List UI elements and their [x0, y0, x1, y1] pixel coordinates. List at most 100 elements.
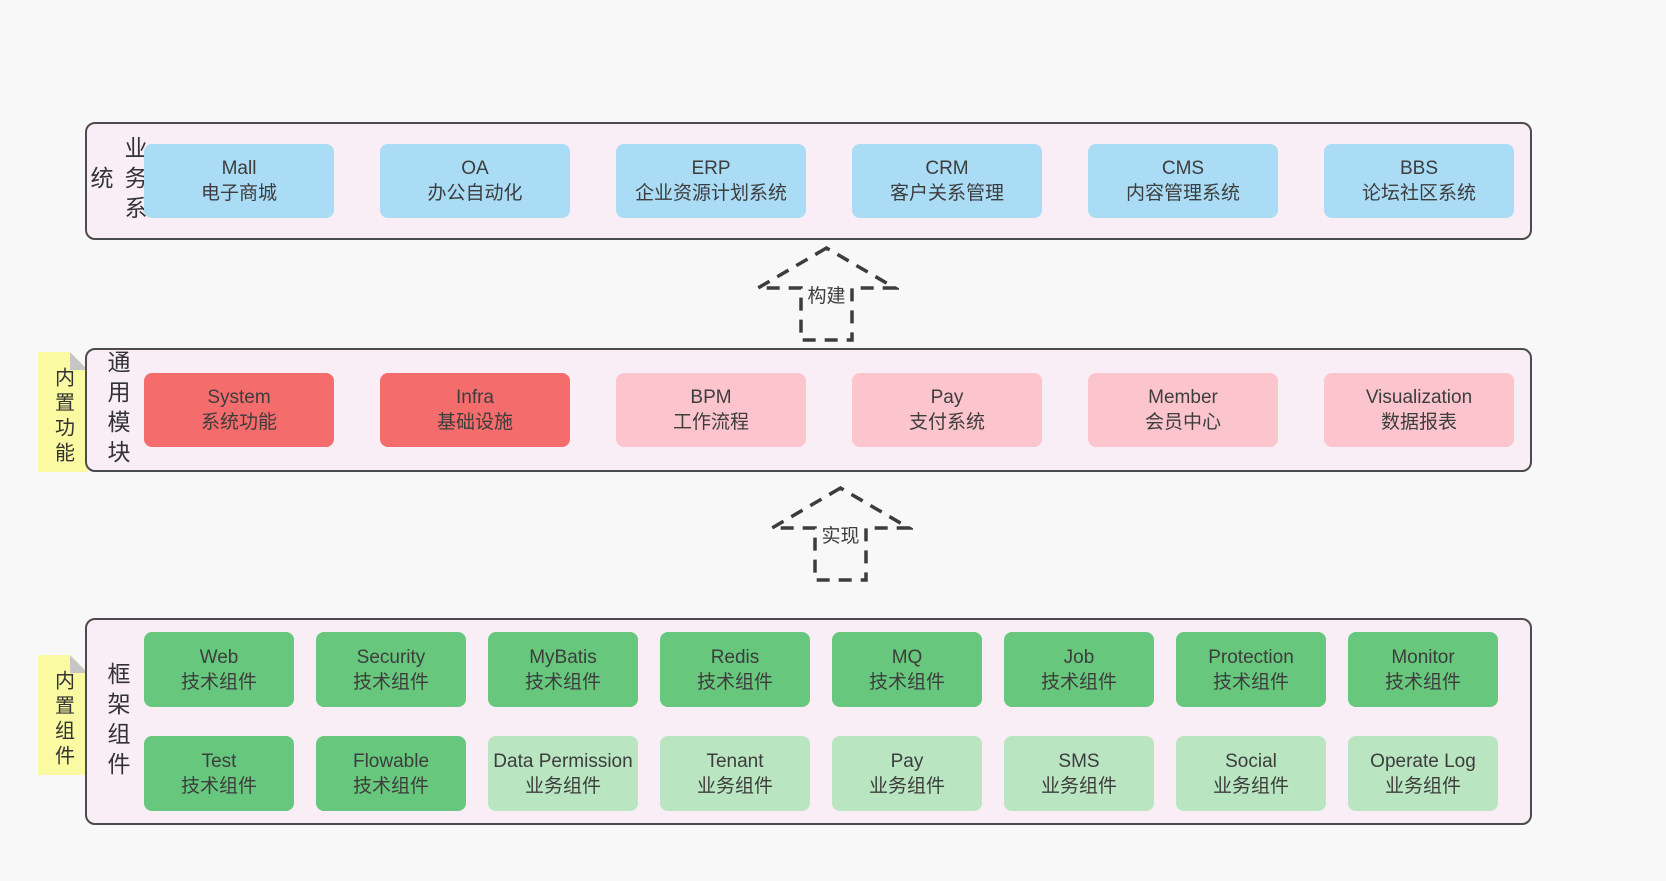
- node-job-zh: 技术组件: [1040, 671, 1117, 693]
- modules-boxes-row: System 系统功能 Infra 基础设施 BPM 工作流程 Pay 支付系统…: [144, 373, 1514, 447]
- node-cms: CMS 内容管理系统: [1088, 144, 1278, 218]
- node-protection-en: Protection: [1208, 646, 1294, 668]
- node-operate-log-zh: 业务组件: [1384, 775, 1461, 797]
- node-visualization-zh: 数据报表: [1380, 412, 1457, 433]
- node-crm-zh: 客户关系管理: [889, 183, 1004, 204]
- node-bbs-zh: 论坛社区系统: [1361, 183, 1476, 204]
- node-mybatis-en: MyBatis: [529, 646, 597, 668]
- node-web: Web 技术组件: [144, 632, 294, 707]
- node-member: Member 会员中心: [1088, 373, 1278, 447]
- arrow-build-label: 构建: [804, 280, 849, 309]
- arrow-implement: 实现: [768, 484, 913, 584]
- node-system-en: System: [207, 387, 271, 408]
- node-test-zh: 技术组件: [180, 775, 257, 797]
- node-web-zh: 技术组件: [180, 671, 257, 693]
- node-erp-zh: 企业资源计划系统: [634, 183, 787, 204]
- layer-components-side-label: 框架组件: [104, 661, 130, 782]
- node-protection-zh: 技术组件: [1212, 671, 1289, 693]
- node-mq-en: MQ: [891, 646, 923, 668]
- node-infra: Infra 基础设施: [380, 373, 570, 447]
- node-pay-component-zh: 业务组件: [868, 775, 945, 797]
- node-pay-zh: 支付系统: [908, 412, 985, 433]
- node-monitor: Monitor 技术组件: [1348, 632, 1498, 707]
- node-job: Job 技术组件: [1004, 632, 1154, 707]
- node-monitor-zh: 技术组件: [1384, 671, 1461, 693]
- node-social: Social 业务组件: [1176, 736, 1326, 811]
- node-bbs-en: BBS: [1399, 158, 1439, 179]
- sticky-builtin-components: 内置组件: [38, 655, 88, 775]
- node-mybatis: MyBatis 技术组件: [488, 632, 638, 707]
- layer-common-modules: 通用模块 System 系统功能 Infra 基础设施 BPM 工作流程 Pay…: [85, 348, 1532, 472]
- node-member-zh: 会员中心: [1144, 412, 1221, 433]
- node-cms-en: CMS: [1161, 158, 1205, 179]
- node-pay-component: Pay 业务组件: [832, 736, 982, 811]
- layer-business-side-label: 业务系统: [87, 136, 147, 226]
- node-security: Security 技术组件: [316, 632, 466, 707]
- node-system: System 系统功能: [144, 373, 334, 447]
- node-bpm: BPM 工作流程: [616, 373, 806, 447]
- node-operate-log: Operate Log 业务组件: [1348, 736, 1498, 811]
- node-job-en: Job: [1063, 646, 1095, 668]
- layer-business-systems: 业务系统 Mall 电子商城 OA 办公自动化 ERP 企业资源计划系统 CRM…: [85, 122, 1532, 240]
- node-social-zh: 业务组件: [1212, 775, 1289, 797]
- node-sms: SMS 业务组件: [1004, 736, 1154, 811]
- business-boxes-row: Mall 电子商城 OA 办公自动化 ERP 企业资源计划系统 CRM 客户关系…: [144, 144, 1514, 218]
- node-data-permission: Data Permission 业务组件: [488, 736, 638, 811]
- node-cms-zh: 内容管理系统: [1125, 183, 1240, 204]
- node-sms-zh: 业务组件: [1040, 775, 1117, 797]
- arrow-implement-label: 实现: [818, 520, 863, 549]
- node-flowable-en: Flowable: [352, 750, 430, 772]
- node-pay: Pay 支付系统: [852, 373, 1042, 447]
- node-flowable: Flowable 技术组件: [316, 736, 466, 811]
- node-crm: CRM 客户关系管理: [852, 144, 1042, 218]
- node-mall: Mall 电子商城: [144, 144, 334, 218]
- sticky-builtin-components-label: 内置组件: [51, 670, 74, 770]
- node-test: Test 技术组件: [144, 736, 294, 811]
- layer-modules-side-label: 通用模块: [104, 350, 130, 470]
- node-redis-zh: 技术组件: [696, 671, 773, 693]
- node-monitor-en: Monitor: [1391, 646, 1455, 668]
- node-sms-en: SMS: [1058, 750, 1100, 772]
- node-pay-component-en: Pay: [890, 750, 924, 772]
- node-erp-en: ERP: [691, 158, 731, 179]
- up-arrow-icon: [754, 245, 899, 342]
- node-data-permission-en: Data Permission: [493, 750, 633, 772]
- node-tenant: Tenant 业务组件: [660, 736, 810, 811]
- node-visualization-en: Visualization: [1365, 387, 1473, 408]
- node-operate-log-en: Operate Log: [1370, 750, 1476, 772]
- node-mq-zh: 技术组件: [868, 671, 945, 693]
- node-system-zh: 系统功能: [200, 412, 277, 433]
- node-bbs: BBS 论坛社区系统: [1324, 144, 1514, 218]
- node-infra-en: Infra: [455, 387, 495, 408]
- node-erp: ERP 企业资源计划系统: [616, 144, 806, 218]
- node-web-en: Web: [199, 646, 239, 668]
- node-mybatis-zh: 技术组件: [524, 671, 601, 693]
- node-pay-en: Pay: [930, 387, 964, 408]
- node-infra-zh: 基础设施: [436, 412, 513, 433]
- node-bpm-en: BPM: [690, 387, 732, 408]
- node-protection: Protection 技术组件: [1176, 632, 1326, 707]
- node-mq: MQ 技术组件: [832, 632, 982, 707]
- node-tenant-zh: 业务组件: [696, 775, 773, 797]
- sticky-builtin-features: 内置功能: [38, 352, 88, 472]
- node-crm-en: CRM: [925, 158, 969, 179]
- node-flowable-zh: 技术组件: [352, 775, 429, 797]
- node-mall-en: Mall: [221, 158, 257, 179]
- up-arrow-icon: [768, 485, 913, 582]
- arrow-build: 构建: [754, 244, 899, 344]
- node-oa-en: OA: [461, 158, 489, 179]
- node-oa: OA 办公自动化: [380, 144, 570, 218]
- node-security-en: Security: [356, 646, 426, 668]
- node-redis: Redis 技术组件: [660, 632, 810, 707]
- components-rows: Web 技术组件 Security 技术组件 MyBatis 技术组件 Redi…: [144, 632, 1498, 811]
- node-oa-zh: 办公自动化: [427, 183, 523, 204]
- node-test-en: Test: [201, 750, 237, 772]
- components-row-2: Test 技术组件 Flowable 技术组件 Data Permission …: [144, 736, 1498, 811]
- node-visualization: Visualization 数据报表: [1324, 373, 1514, 447]
- node-mall-zh: 电子商城: [200, 183, 277, 204]
- node-redis-en: Redis: [710, 646, 760, 668]
- sticky-builtin-features-label: 内置功能: [51, 367, 74, 467]
- node-member-en: Member: [1148, 387, 1218, 408]
- node-data-permission-zh: 业务组件: [524, 775, 601, 797]
- components-row-1: Web 技术组件 Security 技术组件 MyBatis 技术组件 Redi…: [144, 632, 1498, 707]
